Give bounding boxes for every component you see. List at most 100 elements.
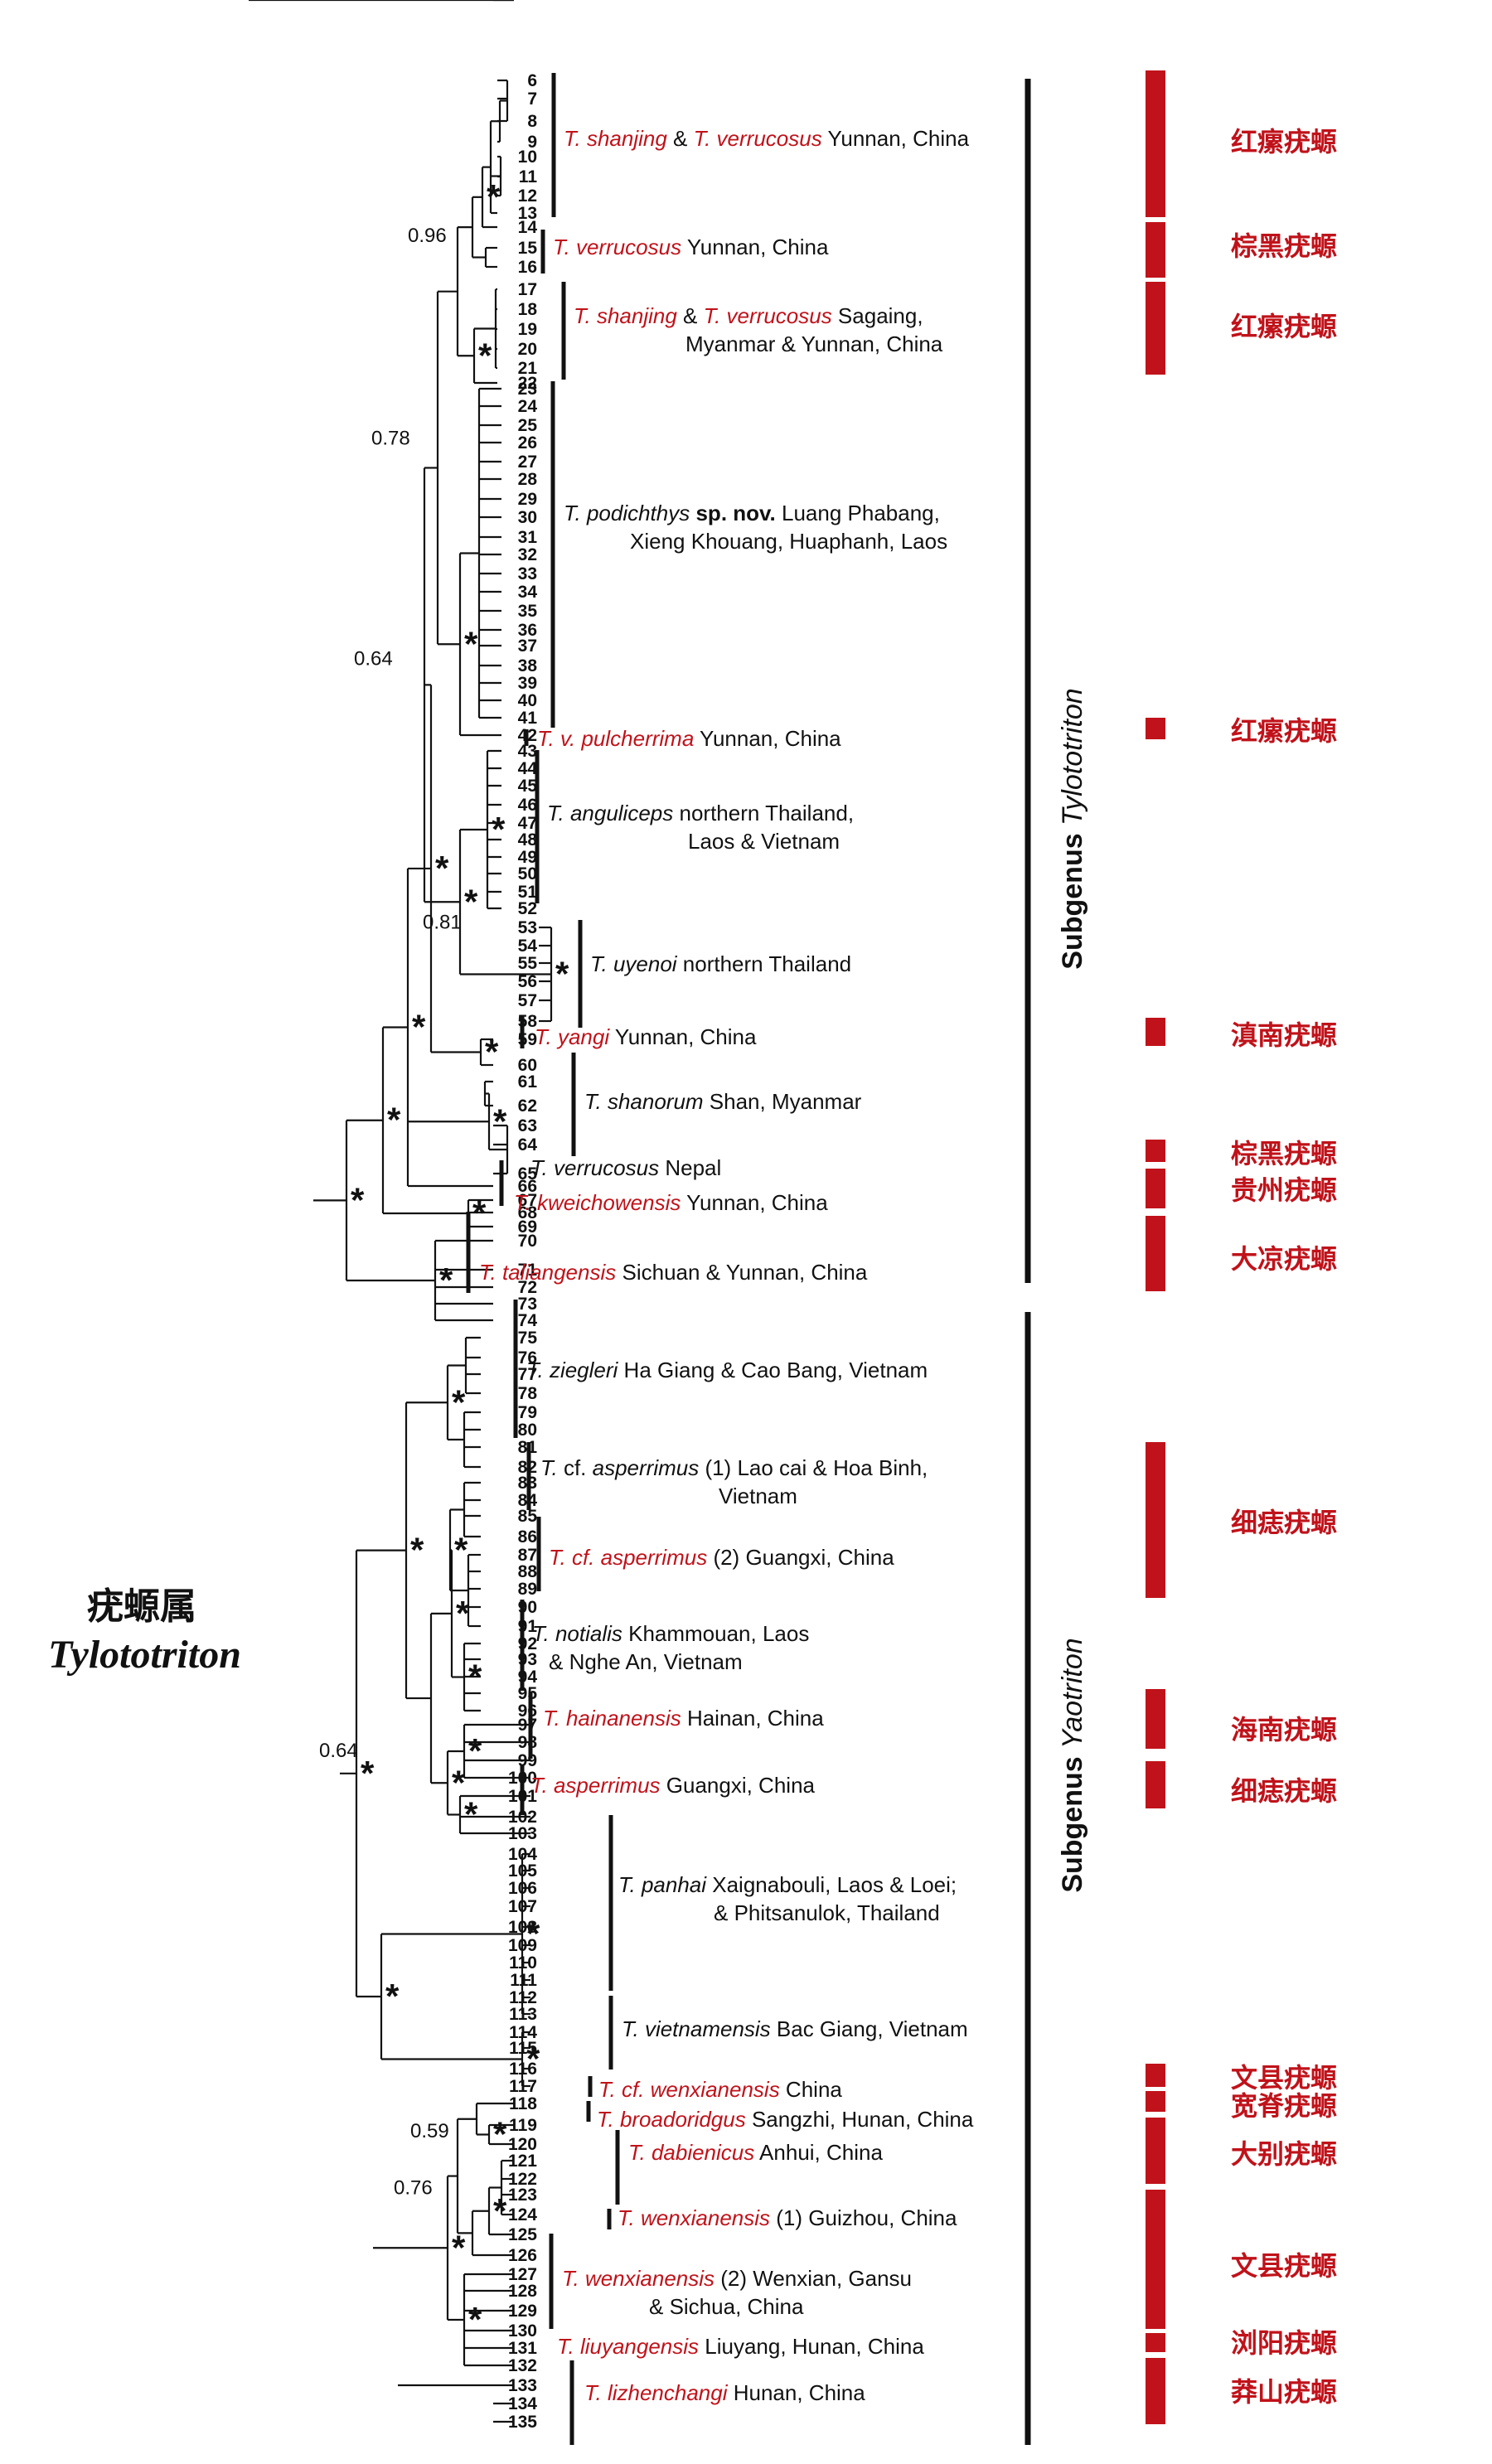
red-marker bbox=[1146, 2190, 1165, 2329]
tip-number: 123 bbox=[508, 2186, 537, 2205]
support-star: * bbox=[526, 2040, 540, 2079]
label-part: Sangzhi, Hunan, China bbox=[746, 2107, 974, 2132]
tip-number: 6 bbox=[527, 71, 537, 90]
cn-name-entry: 文县疣螈 bbox=[1146, 2190, 1337, 2329]
tip-number: 75 bbox=[518, 1329, 538, 1348]
clade-label: T. hainanensis Hainan, China bbox=[543, 1706, 824, 1731]
tip-number: 17 bbox=[518, 280, 537, 299]
clade-label: T. vietnamensis Bac Giang, Vietnam bbox=[622, 2016, 968, 2041]
tip-number: 73 bbox=[518, 1295, 537, 1314]
label-part: Laos & Vietnam bbox=[688, 829, 840, 854]
clade: T. wenxianensis (2) Wenxian, Gansu& Sich… bbox=[549, 2234, 912, 2329]
cn-name-entry: 海南疣螈 bbox=[1146, 1689, 1337, 1749]
label-part: Yunnan, China bbox=[681, 1190, 828, 1215]
tip-number: 112 bbox=[509, 1988, 537, 2007]
clade: T. shanjing & T. verrucosus Yunnan, Chin… bbox=[551, 73, 970, 217]
label-part: Sichuan & Yunnan, China bbox=[616, 1260, 868, 1285]
tip-number: 122 bbox=[508, 2170, 537, 2189]
red-marker bbox=[1146, 1216, 1165, 1291]
label-part: T. shanjing bbox=[574, 303, 677, 328]
cn-name: 大凉疣螈 bbox=[1231, 1243, 1337, 1275]
clade-label-line2: Xieng Khouang, Huaphanh, Laos bbox=[630, 529, 947, 554]
clade-label: T. dabienicus Anhui, China bbox=[628, 2140, 883, 2165]
tip-number: 43 bbox=[518, 742, 537, 761]
clade-label: T. cf. wenxianensis China bbox=[598, 2077, 842, 2102]
clade-label-line2: Vietnam bbox=[719, 1484, 797, 1508]
clade: T. cf. asperrimus (1) Lao cai & Hoa Binh… bbox=[526, 1442, 928, 1510]
support-star: * bbox=[361, 1754, 375, 1793]
tip-number: 121 bbox=[508, 2152, 537, 2171]
clade: T. ziegleri Ha Giang & Cao Bang, Vietnam bbox=[513, 1300, 928, 1438]
tip-number: 65 bbox=[518, 1164, 538, 1184]
label-part: T. podichthys bbox=[564, 501, 690, 525]
tip-number: 77 bbox=[518, 1365, 537, 1384]
cn-name-entry: 红瘰疣螈 bbox=[1146, 70, 1337, 217]
tip-number: 7 bbox=[527, 90, 537, 109]
label-part: T. verrucosus bbox=[694, 126, 822, 151]
support-star: * bbox=[468, 1658, 482, 1697]
cn-name-entry: 大别疣螈 bbox=[1146, 2118, 1337, 2184]
clade-label-line2: Myanmar & Yunnan, China bbox=[685, 332, 943, 356]
label-part: (1) Lao cai & Hoa Binh, bbox=[699, 1455, 928, 1480]
tip-number: 21 bbox=[518, 359, 538, 378]
tip-number: 27 bbox=[518, 453, 537, 472]
clade-label-line2: Laos & Vietnam bbox=[688, 829, 840, 854]
support-star: * bbox=[452, 1382, 466, 1421]
tip-number: 49 bbox=[518, 848, 537, 867]
tip-number: 120 bbox=[508, 2135, 537, 2154]
clade: T. verrucosus Nepal bbox=[530, 1155, 721, 1180]
clade-label: T. taliangensis Sichuan & Yunnan, China bbox=[479, 1260, 868, 1285]
cn-name: 大别疣螈 bbox=[1231, 2138, 1337, 2170]
support-star: * bbox=[412, 1007, 426, 1046]
label-part: (1) Guizhou, China bbox=[770, 2205, 957, 2230]
support-star: * bbox=[497, 0, 511, 7]
tip-number: 55 bbox=[518, 954, 538, 973]
support-star: * bbox=[478, 336, 492, 375]
cn-name-entry: 大凉疣螈 bbox=[1146, 1216, 1337, 1291]
label-part: T. cf. wenxianensis bbox=[598, 2077, 780, 2102]
red-marker bbox=[1146, 2091, 1165, 2112]
tip-number: 86 bbox=[518, 1527, 537, 1547]
tip-number: 14 bbox=[518, 218, 538, 237]
label-part: & bbox=[677, 303, 704, 328]
support-star: * bbox=[410, 1531, 424, 1570]
support-star: * bbox=[468, 1731, 482, 1770]
tip-number: 115 bbox=[509, 2039, 537, 2058]
label-part: Shan, Myanmar bbox=[704, 1089, 862, 1114]
label-part: Yunnan, China bbox=[609, 1024, 757, 1049]
tip-number: 89 bbox=[518, 1580, 537, 1599]
red-marker bbox=[1146, 1761, 1165, 1808]
cn-name-entry: 浏阳疣螈 bbox=[1146, 2327, 1337, 2359]
tree-branches bbox=[249, 0, 553, 2423]
label-part: sp. nov. bbox=[690, 501, 776, 525]
support-star: * bbox=[317, 0, 332, 7]
label-part: T. lizhenchangi bbox=[584, 2380, 729, 2405]
support-star: * bbox=[468, 2300, 482, 2339]
support-value: 0.96 bbox=[408, 225, 447, 247]
red-marker bbox=[1146, 70, 1165, 217]
tip-number: 98 bbox=[518, 1733, 538, 1752]
tip-number: 106 bbox=[508, 1879, 537, 1898]
label-part: T. kweichowensis bbox=[514, 1190, 681, 1215]
label-part: cf. bbox=[558, 1455, 593, 1480]
tip-number: 110 bbox=[509, 1953, 537, 1973]
tip-number: 130 bbox=[508, 2321, 537, 2341]
clade-label: T. broadoridgus Sangzhi, Hunan, China bbox=[597, 2107, 974, 2132]
label-part: T. bbox=[540, 1455, 558, 1480]
tip-number: 102 bbox=[508, 1808, 537, 1827]
subgenus-yaotriton: Subgenus Yaotriton bbox=[1025, 1312, 1088, 2445]
clade-label: T. kweichowensis Yunnan, China bbox=[514, 1190, 828, 1215]
subgenus-tylototriton: Subgenus Tylototriton bbox=[1025, 79, 1088, 1283]
tip-number: 39 bbox=[518, 674, 537, 693]
cn-name: 文县疣螈 bbox=[1231, 2250, 1337, 2282]
tip-number: 53 bbox=[518, 918, 537, 937]
clade: T. wenxianensis (1) Guizhou, China bbox=[607, 2205, 957, 2230]
support-value: 0.78 bbox=[371, 427, 410, 449]
clade: T. podichthys sp. nov. Luang Phabang,Xie… bbox=[550, 381, 947, 728]
tip-number: 76 bbox=[518, 1348, 537, 1368]
clade: T. cf. asperrimus (2) Guangxi, China bbox=[536, 1517, 894, 1591]
clade: T. hainanensis Hainan, China bbox=[528, 1692, 824, 1759]
tip-number: 63 bbox=[518, 1116, 537, 1135]
clade-label: T. verrucosus Nepal bbox=[530, 1155, 721, 1180]
clade-label: T. anguliceps northern Thailand, bbox=[547, 801, 854, 825]
